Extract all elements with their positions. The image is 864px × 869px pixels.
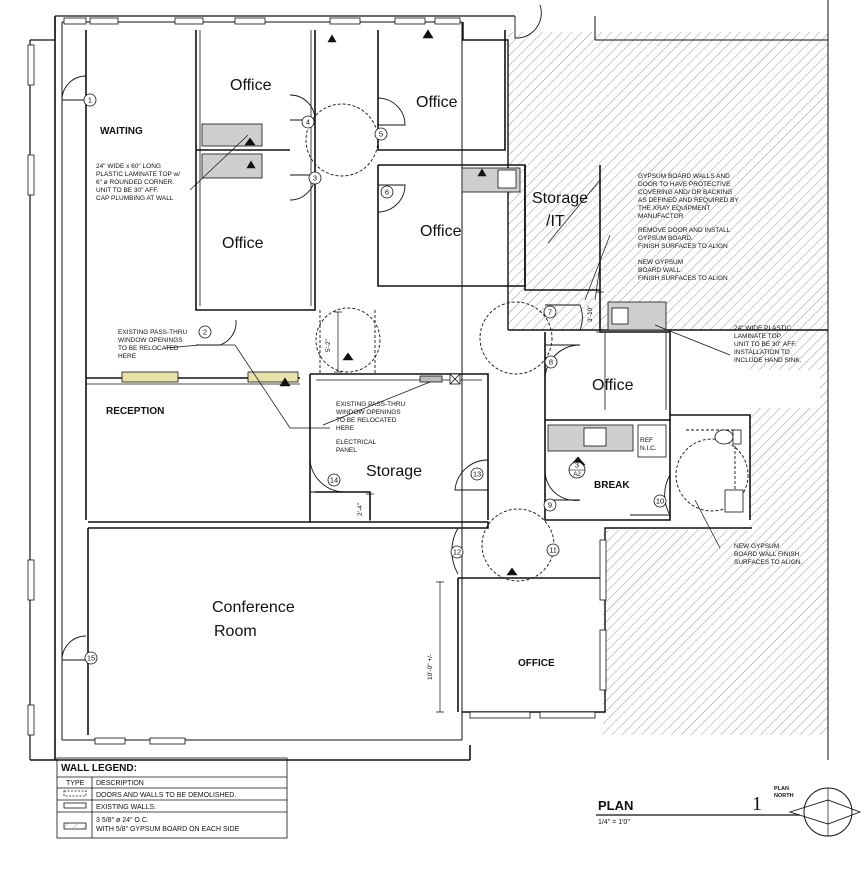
section-tag-number: 3 bbox=[575, 461, 579, 470]
note-new-wall-bottom: NEW GYPSUM BOARD WALL FINISH SURFACES TO… bbox=[734, 543, 803, 566]
door-tag-15: 15 bbox=[87, 654, 95, 663]
room-label-storage-it-1: Storage bbox=[532, 190, 588, 207]
note-electrical: ELECTRICAL PANEL bbox=[336, 439, 378, 454]
room-label-office-top-mid: Office bbox=[230, 77, 272, 94]
room-label-reception: RECEPTION bbox=[106, 406, 164, 417]
note-passthru-right: EXISTING PASS-THRU WINDOW OPENINGS TO BE… bbox=[336, 401, 407, 432]
room-label-office-left: Office bbox=[222, 235, 264, 252]
room-label-office-caps: OFFICE bbox=[518, 658, 555, 669]
legend-row-3b: WITH 5/8" GYPSUM BOARD ON EACH SIDE bbox=[96, 826, 240, 833]
room-label-office-top-right: Office bbox=[416, 94, 458, 111]
door-tag-7: 7 bbox=[548, 308, 552, 317]
door-tag-5: 5 bbox=[379, 130, 383, 139]
section-tag-sheet: A2 bbox=[573, 472, 581, 478]
door-tag-14: 14 bbox=[330, 476, 338, 485]
legend-col-desc: DESCRIPTION bbox=[96, 780, 144, 787]
legend-title: WALL LEGEND: bbox=[61, 763, 137, 774]
leader-lines bbox=[164, 134, 731, 549]
note-ref: REF N.I.C. bbox=[640, 437, 657, 452]
section-tag: 3 A2 bbox=[568, 461, 586, 479]
title-block: PLAN 1/4" = 1'0" 1 PLAN NORTH bbox=[596, 786, 862, 837]
fixtures bbox=[121, 123, 744, 513]
room-label-storage-it-2: /IT bbox=[546, 213, 565, 230]
wall-legend bbox=[56, 757, 288, 839]
door-tag-1: 1 bbox=[88, 96, 92, 105]
door-tag-11: 11 bbox=[549, 546, 557, 555]
dimension-label-2: 5'-2" bbox=[325, 338, 332, 352]
door-tag-13: 13 bbox=[473, 470, 481, 479]
room-label-office-right: Office bbox=[592, 377, 634, 394]
door-tag-8: 8 bbox=[549, 358, 553, 367]
dimension-label-3: 2'-4" bbox=[357, 502, 364, 516]
plan-scale: 1/4" = 1'0" bbox=[598, 819, 630, 826]
room-label-break: BREAK bbox=[594, 480, 630, 491]
note-passthru-left: EXISTING PASS-THRU WINDOW OPENINGS TO BE… bbox=[118, 329, 189, 360]
room-label-waiting: WAITING bbox=[100, 126, 143, 137]
north-label-2: NORTH bbox=[774, 793, 794, 799]
room-label-conference-1: Conference bbox=[212, 599, 295, 616]
note-xray: GYPSUM BOARD WALLS AND DOOR TO HAVE PROT… bbox=[638, 173, 740, 220]
door-tag-4: 4 bbox=[306, 118, 310, 127]
legend-row-1: DOORS AND WALLS TO BE DEMOLISHED. bbox=[96, 792, 236, 799]
plan-title: PLAN bbox=[598, 798, 633, 813]
wall-symbols bbox=[244, 29, 586, 576]
exterior-hatch bbox=[508, 32, 828, 735]
windows bbox=[27, 17, 607, 745]
note-remove-door: REMOVE DOOR AND INSTALL GYPSUM BOARD. FI… bbox=[638, 227, 732, 250]
door-tag-10: 10 bbox=[656, 497, 664, 506]
north-label-1: PLAN bbox=[774, 786, 789, 792]
dimension-label-1: 3'-10" bbox=[587, 305, 594, 322]
legend-row-3a: 3 5/8" ø 24" O.C. bbox=[96, 817, 149, 824]
door-tags bbox=[83, 93, 667, 665]
room-label-storage: Storage bbox=[366, 463, 422, 480]
note-counter: 24" WIDE x 60" LONG PLASTIC LAMINATE TOP… bbox=[96, 163, 182, 202]
door-tag-6: 6 bbox=[385, 188, 389, 197]
door-tag-9: 9 bbox=[548, 501, 552, 510]
door-tag-3: 3 bbox=[313, 174, 317, 183]
door-tag-12: 12 bbox=[453, 548, 461, 557]
legend-col-type: TYPE bbox=[66, 780, 85, 787]
room-label-conference-2: Room bbox=[214, 623, 257, 640]
door-tag-2: 2 bbox=[203, 328, 207, 337]
dimension-label-4: 10'-0" +/- bbox=[427, 654, 434, 680]
plan-number: 1 bbox=[752, 793, 762, 815]
legend-row-2: EXISTING WALLS. bbox=[96, 804, 156, 811]
note-new-wall: NEW GYPSUM BOARD WALL. FINISH SURFACES T… bbox=[638, 259, 728, 282]
note-sink: 24" WIDE PLASTIC LAMINATE TOP. UNIT TO B… bbox=[734, 325, 802, 364]
room-label-office-center: Office bbox=[420, 223, 462, 240]
dimension-lines bbox=[334, 291, 604, 713]
